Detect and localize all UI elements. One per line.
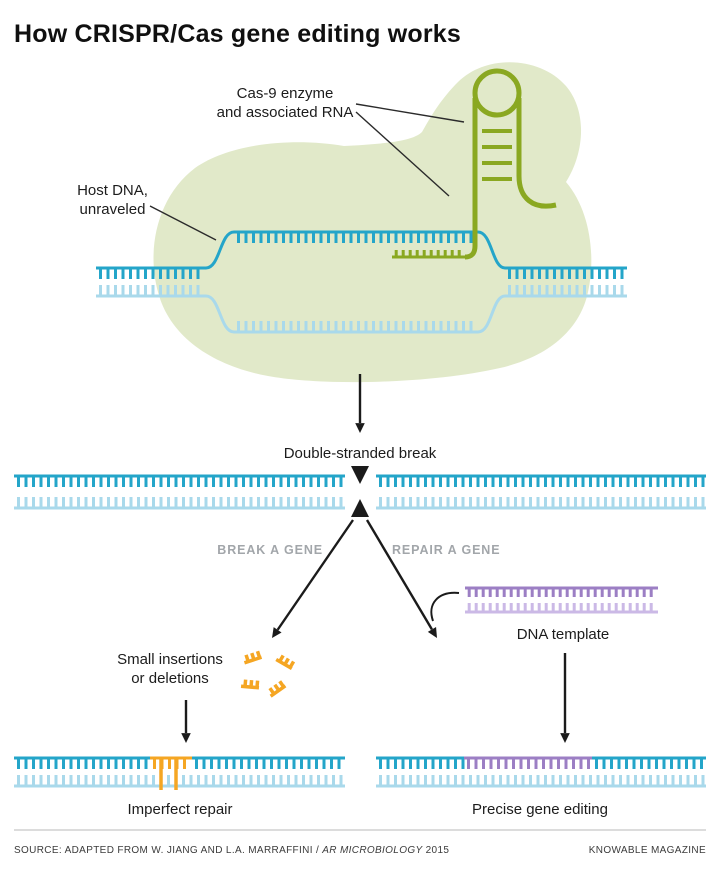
- host-dna-label-line1: Host DNA,: [77, 182, 148, 199]
- imperfect-repair-label: Imperfect repair: [127, 801, 233, 818]
- source-year: 2015: [422, 845, 450, 856]
- small-insertions-label-line1: Small insertions: [117, 651, 223, 668]
- precise-editing-label: Precise gene editing: [472, 801, 608, 818]
- dna-template-label: DNA template: [516, 626, 610, 643]
- host-dna-label: Host DNA, unraveled: [40, 181, 185, 219]
- source-credit: SOURCE: ADAPTED FROM W. JIANG AND L.A. M…: [14, 845, 449, 856]
- brand: KNOWABLE MAGAZINE: [588, 845, 706, 856]
- cas9-enzyme-label: Cas-9 enzyme and associated RNA: [185, 84, 385, 122]
- host-dna-label-line2: unraveled: [79, 201, 146, 219]
- double-strand-break-label: Double-stranded break: [283, 445, 437, 462]
- repair-a-gene-label: REPAIR A GENE: [392, 543, 501, 557]
- source-journal: AR MICROBIOLOGY: [322, 845, 423, 856]
- footer: SOURCE: ADAPTED FROM W. JIANG AND L.A. M…: [14, 845, 706, 856]
- small-insertions-label-line2: or deletions: [131, 670, 209, 688]
- break-a-gene-label: BREAK A GENE: [217, 543, 323, 557]
- small-insertions-label: Small insertions or deletions: [95, 650, 245, 688]
- cas9-enzyme-label-line1: Cas-9 enzyme: [236, 85, 334, 102]
- cas9-enzyme-label-line2: and associated RNA: [216, 104, 354, 122]
- page-title: How CRISPR/Cas gene editing works: [14, 20, 461, 48]
- source-text: SOURCE: ADAPTED FROM W. JIANG AND L.A. M…: [14, 845, 323, 856]
